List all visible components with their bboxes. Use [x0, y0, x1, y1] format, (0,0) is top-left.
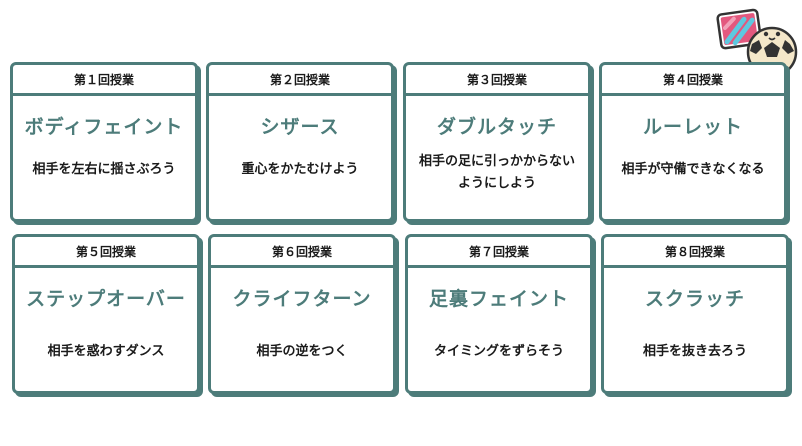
lesson-number: 第６回授業	[211, 237, 393, 268]
lesson-card-2: 第２回授業 シザース 重心をかたむけよう	[206, 62, 394, 222]
lesson-number: 第４回授業	[602, 65, 784, 96]
lesson-description: 相手の足に引っかからないようにしよう	[418, 154, 575, 191]
lesson-title: ダブルタッチ	[436, 116, 557, 138]
lesson-number: 第８回授業	[604, 237, 786, 268]
lesson-number: 第５回授業	[15, 237, 197, 268]
lesson-title: クライフターン	[232, 288, 372, 310]
lesson-description: 相手が守備できなくなる	[621, 162, 765, 177]
lesson-number: 第７回授業	[408, 237, 590, 268]
soccer-ball-logo-icon	[716, 8, 798, 78]
lesson-title: スクラッチ	[644, 288, 745, 310]
lesson-description: 相手を惑わすダンス	[47, 344, 165, 359]
lesson-number: 第１回授業	[13, 65, 195, 96]
lesson-title: ルーレット	[642, 116, 743, 138]
lesson-card-7: 第７回授業 足裏フェイント タイミングをずらそう	[405, 234, 593, 394]
lesson-description: タイミングをずらそう	[433, 344, 564, 359]
lesson-card-3: 第３回授業 ダブルタッチ 相手の足に引っかからないようにしよう	[403, 62, 591, 222]
lesson-card-5: 第５回授業 ステップオーバー 相手を惑わすダンス	[12, 234, 200, 394]
lesson-description: 重心をかたむけよう	[241, 162, 359, 177]
lesson-description: 相手を抜き去ろう	[642, 344, 747, 359]
lesson-description: 相手の逆をつく	[256, 344, 348, 359]
lesson-card-8: 第８回授業 スクラッチ 相手を抜き去ろう	[601, 234, 789, 394]
lesson-title: ボディフェイント	[24, 116, 184, 138]
lesson-title: ステップオーバー	[26, 288, 186, 310]
lesson-grid: 第１回授業 ボディフェイント 相手を左右に揺さぶろう 第２回授業 シザース 重心…	[10, 62, 796, 396]
lesson-number: 第２回授業	[209, 65, 391, 96]
lesson-card-6: 第６回授業 クライフターン 相手の逆をつく	[208, 234, 396, 394]
lesson-card-1: 第１回授業 ボディフェイント 相手を左右に揺さぶろう	[10, 62, 198, 222]
lesson-title: シザース	[260, 116, 340, 138]
lesson-card-4: 第４回授業 ルーレット 相手が守備できなくなる	[599, 62, 787, 222]
lesson-number: 第３回授業	[406, 65, 588, 96]
lesson-title: 足裏フェイント	[428, 288, 569, 310]
lesson-description: 相手を左右に揺さぶろう	[32, 162, 176, 177]
